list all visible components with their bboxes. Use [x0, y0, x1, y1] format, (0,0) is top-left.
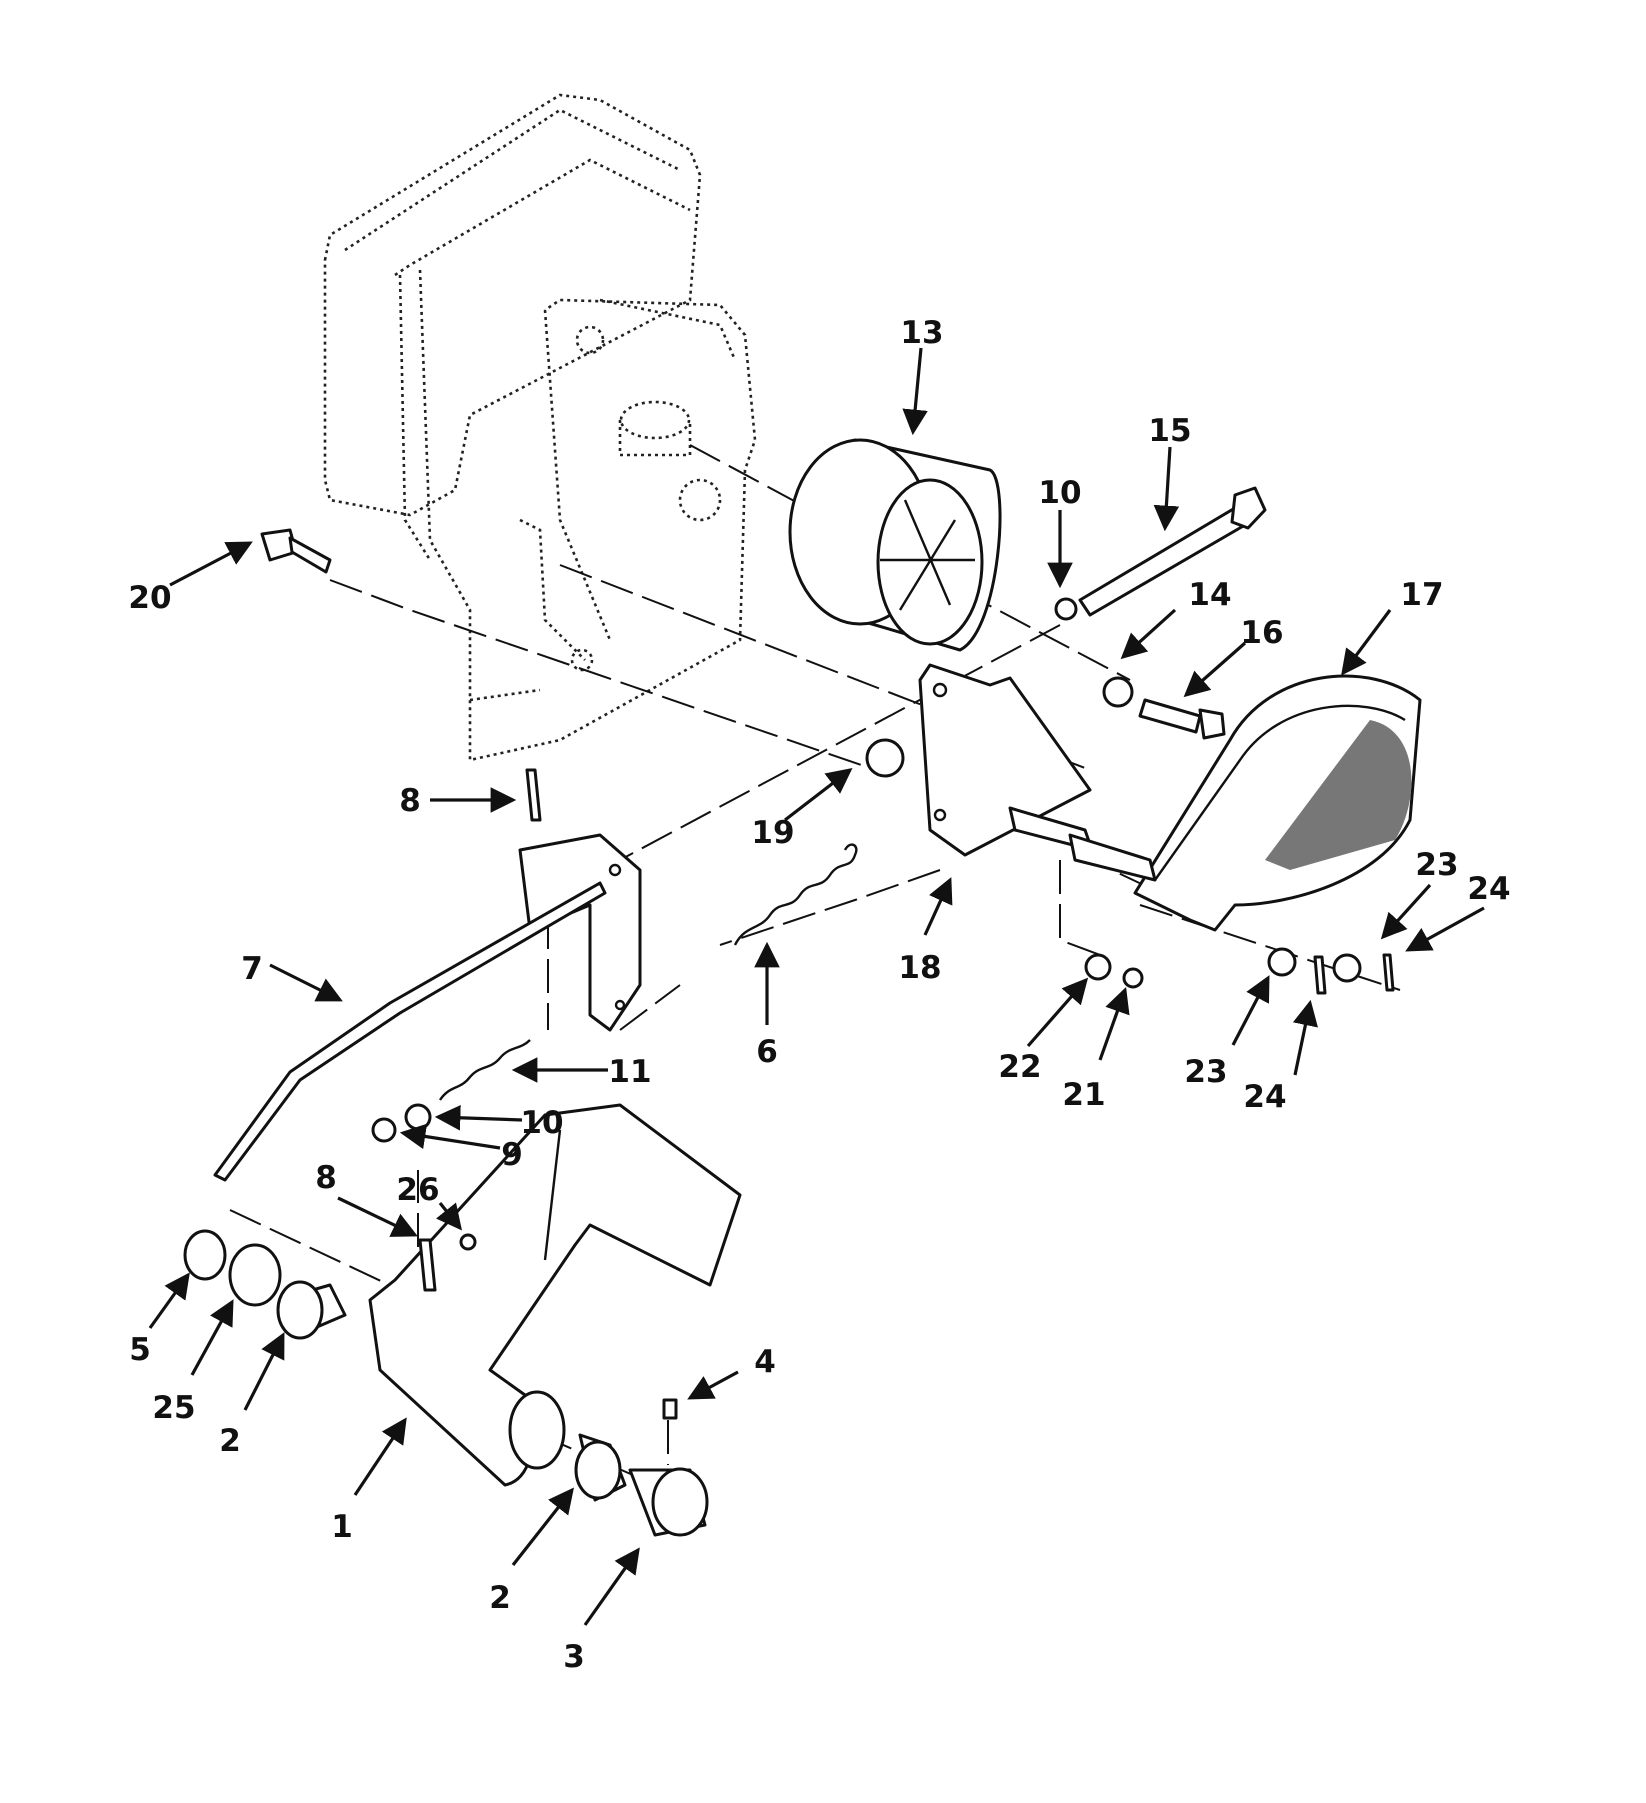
- leader-arrows: [148, 347, 1485, 1626]
- washer-23-right: [1332, 953, 1362, 983]
- bolt-20: [260, 528, 332, 574]
- centerlines: [229, 444, 1401, 1479]
- nut-9: [371, 1117, 397, 1143]
- callout-10: 10: [520, 1105, 563, 1141]
- bushing-5: [183, 1229, 227, 1281]
- nut-21: [1122, 967, 1144, 989]
- fitting-26: [459, 1233, 477, 1251]
- callout-8: 8: [315, 1160, 337, 1196]
- callout-4: 4: [754, 1344, 776, 1380]
- pulley-13: [788, 438, 1002, 652]
- callout-1: 1: [331, 1509, 353, 1545]
- callout-23: 23: [1184, 1054, 1227, 1090]
- washer-22: [1084, 953, 1112, 981]
- callout-16: 16: [1240, 615, 1283, 651]
- callout-11: 11: [608, 1054, 651, 1090]
- spring-11: [439, 1039, 531, 1101]
- set-screw-4: [662, 1398, 678, 1420]
- cotter-pin-24-right: [1382, 953, 1395, 992]
- bushing-2-left: [276, 1280, 347, 1340]
- callout-13: 13: [900, 315, 943, 351]
- callout-14: 14: [1188, 577, 1231, 613]
- collar-3: [628, 1467, 709, 1537]
- washer-14: [1102, 676, 1134, 708]
- callout-26: 26: [396, 1172, 439, 1208]
- brake-band-17: [1133, 674, 1422, 932]
- washer-23-left: [1267, 947, 1297, 977]
- callout-8: 8: [399, 783, 421, 819]
- callout-2: 2: [489, 1580, 511, 1616]
- cotter-pin-8-upper: [525, 768, 542, 822]
- callout-24: 24: [1467, 871, 1510, 907]
- callout-labels: 13 15 10 14 16 17 20 8 19 7 6 18 23 24 2…: [128, 315, 1510, 1675]
- washer-10-lower: [404, 1103, 432, 1131]
- callout-5: 5: [129, 1332, 151, 1368]
- callout-9: 9: [501, 1137, 523, 1173]
- callout-19: 19: [751, 815, 794, 851]
- callout-18: 18: [898, 950, 941, 986]
- bracket-18: [918, 663, 1157, 882]
- rod-7: [213, 881, 607, 1182]
- cotter-pin-8-lower: [418, 1238, 437, 1292]
- callout-25: 25: [152, 1390, 195, 1426]
- spring-6: [733, 843, 858, 946]
- callout-24: 24: [1243, 1079, 1286, 1115]
- callout-10: 10: [1038, 475, 1081, 511]
- callout-2: 2: [219, 1423, 241, 1459]
- bushing-2-right: [574, 1433, 627, 1502]
- callout-15: 15: [1148, 413, 1191, 449]
- washer-10-upper: [1054, 597, 1078, 621]
- callout-17: 17: [1400, 577, 1443, 613]
- callout-22: 22: [998, 1049, 1041, 1085]
- cotter-pin-24-left: [1313, 955, 1327, 995]
- washer-25: [228, 1243, 282, 1307]
- callout-21: 21: [1062, 1077, 1105, 1113]
- callout-20: 20: [128, 580, 171, 616]
- callout-23: 23: [1415, 847, 1458, 883]
- spacer-19: [865, 738, 905, 778]
- bolt-15: [1078, 486, 1267, 617]
- pedal-1: [368, 1103, 742, 1487]
- bolt-16: [1138, 698, 1226, 740]
- callout-3: 3: [563, 1639, 585, 1675]
- engine-housing-ghost: [323, 93, 757, 762]
- callout-7: 7: [241, 951, 263, 987]
- callout-6: 6: [756, 1034, 778, 1070]
